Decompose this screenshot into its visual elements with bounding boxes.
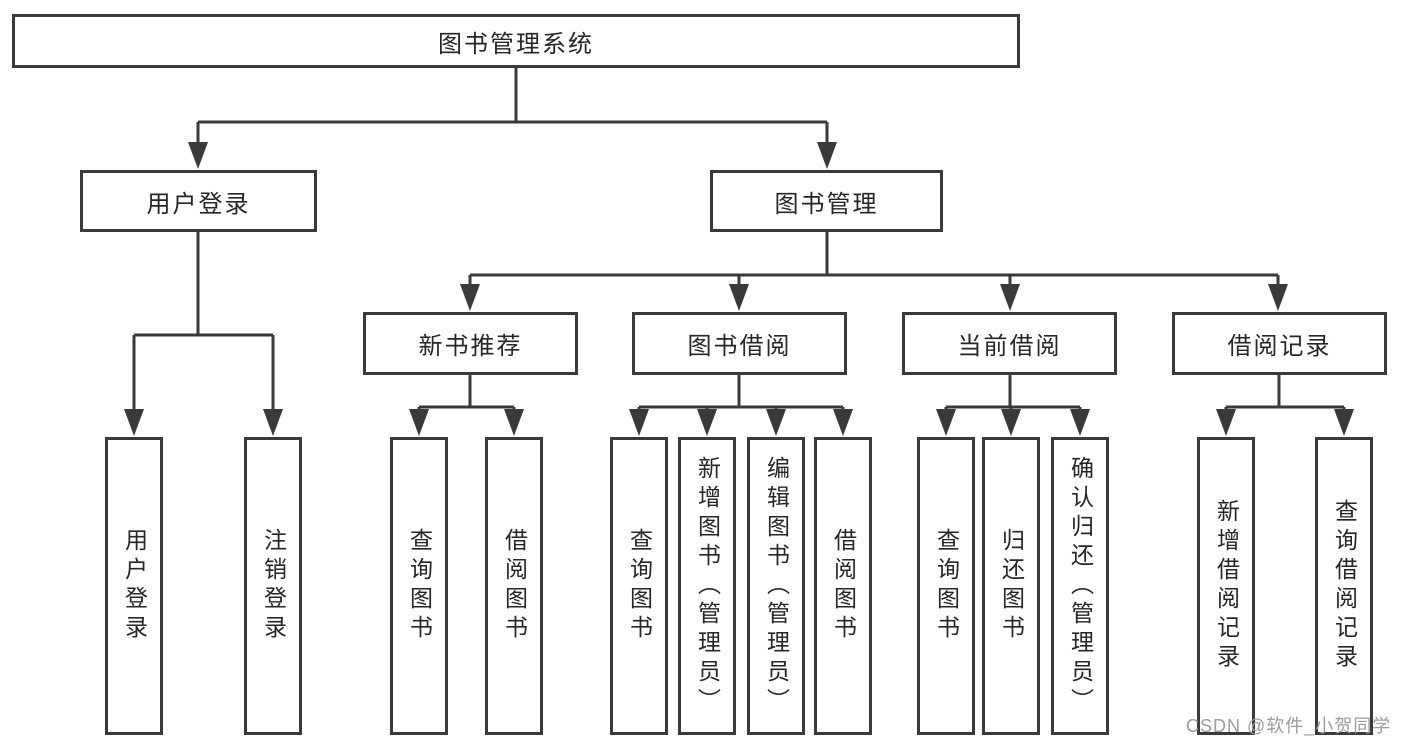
- node-leaf-add-books-admin: 新增图书（管理员）: [678, 437, 736, 735]
- node-root-label: 图书管理系统: [438, 30, 594, 58]
- node-new-book-recommend: 新书推荐: [363, 312, 578, 375]
- node-leaf-return-books: 归还图书: [982, 437, 1040, 735]
- node-book-management: 图书管理: [710, 170, 943, 232]
- arrow-down-icon: [1070, 409, 1090, 436]
- node-user-login: 用户登录: [80, 170, 317, 232]
- arrow-down-icon: [1334, 409, 1354, 436]
- node-book-borrowing-label: 图书借阅: [687, 333, 792, 360]
- arrow-down-icon: [729, 284, 749, 311]
- connector-paths: [132, 68, 1346, 414]
- arrow-down-icon: [1268, 284, 1288, 311]
- node-leaf-add-books-admin-label: 新增图书（管理员）: [694, 455, 721, 717]
- node-current-borrowing-label: 当前借阅: [957, 333, 1062, 360]
- node-leaf-logout: 注销登录: [244, 437, 302, 735]
- arrow-down-icon: [124, 409, 144, 436]
- node-leaf-edit-books-admin: 编辑图书（管理员）: [747, 437, 805, 735]
- arrow-down-icon: [697, 409, 717, 436]
- node-leaf-query-borrow-record-label: 查询借阅记录: [1331, 499, 1358, 673]
- node-leaf-confirm-return-admin: 确认归还（管理员）: [1051, 437, 1109, 735]
- node-leaf-recommend-query-books: 查询图书: [390, 437, 448, 735]
- node-leaf-edit-books-admin-label: 编辑图书（管理员）: [763, 455, 790, 717]
- node-leaf-borrowing-query-books: 查询图书: [610, 437, 668, 735]
- node-borrowing-records: 借阅记录: [1172, 312, 1387, 375]
- arrow-down-icon: [1001, 409, 1021, 436]
- node-leaf-add-borrow-record: 新增借阅记录: [1197, 437, 1255, 735]
- node-leaf-current-query-books: 查询图书: [917, 437, 975, 735]
- node-leaf-recommend-borrow-books-label: 借阅图书: [501, 528, 528, 644]
- arrow-down-icon: [629, 409, 649, 436]
- node-leaf-borrowing-borrow-books: 借阅图书: [814, 437, 872, 735]
- arrow-down-icon: [263, 409, 283, 436]
- node-borrowing-records-label: 借阅记录: [1227, 333, 1332, 360]
- node-user-login-label: 用户登录: [146, 190, 251, 218]
- node-leaf-recommend-query-books-label: 查询图书: [406, 528, 433, 644]
- node-current-borrowing: 当前借阅: [902, 312, 1117, 375]
- node-leaf-current-query-books-label: 查询图书: [933, 528, 960, 644]
- node-leaf-add-borrow-record-label: 新增借阅记录: [1213, 499, 1240, 673]
- node-new-book-recommend-label: 新书推荐: [418, 333, 523, 360]
- arrow-down-icon: [936, 409, 956, 436]
- node-root-system: 图书管理系统: [12, 14, 1020, 68]
- arrowhead-icons: [124, 142, 1354, 436]
- arrow-down-icon: [817, 142, 837, 169]
- arrow-down-icon: [409, 409, 429, 436]
- node-leaf-recommend-borrow-books: 借阅图书: [485, 437, 543, 735]
- node-leaf-logout-label: 注销登录: [260, 528, 287, 644]
- node-book-borrowing: 图书借阅: [632, 312, 847, 375]
- arrow-down-icon: [188, 142, 208, 169]
- node-leaf-user-login-label: 用户登录: [121, 528, 148, 644]
- node-leaf-user-login: 用户登录: [105, 437, 163, 735]
- arrow-down-icon: [1216, 409, 1236, 436]
- node-leaf-borrowing-borrow-books-label: 借阅图书: [830, 528, 857, 644]
- arrow-down-icon: [504, 409, 524, 436]
- node-leaf-borrowing-query-books-label: 查询图书: [626, 528, 653, 644]
- csdn-watermark: CSDN @软件_小贺同学: [1186, 716, 1392, 736]
- node-leaf-confirm-return-admin-label: 确认归还（管理员）: [1067, 455, 1094, 717]
- arrow-down-icon: [833, 409, 853, 436]
- arrow-down-icon: [460, 284, 480, 311]
- arrow-down-icon: [1000, 284, 1020, 311]
- arrow-down-icon: [766, 409, 786, 436]
- node-leaf-return-books-label: 归还图书: [998, 528, 1025, 644]
- node-leaf-query-borrow-record: 查询借阅记录: [1315, 437, 1373, 735]
- node-book-management-label: 图书管理: [774, 190, 879, 218]
